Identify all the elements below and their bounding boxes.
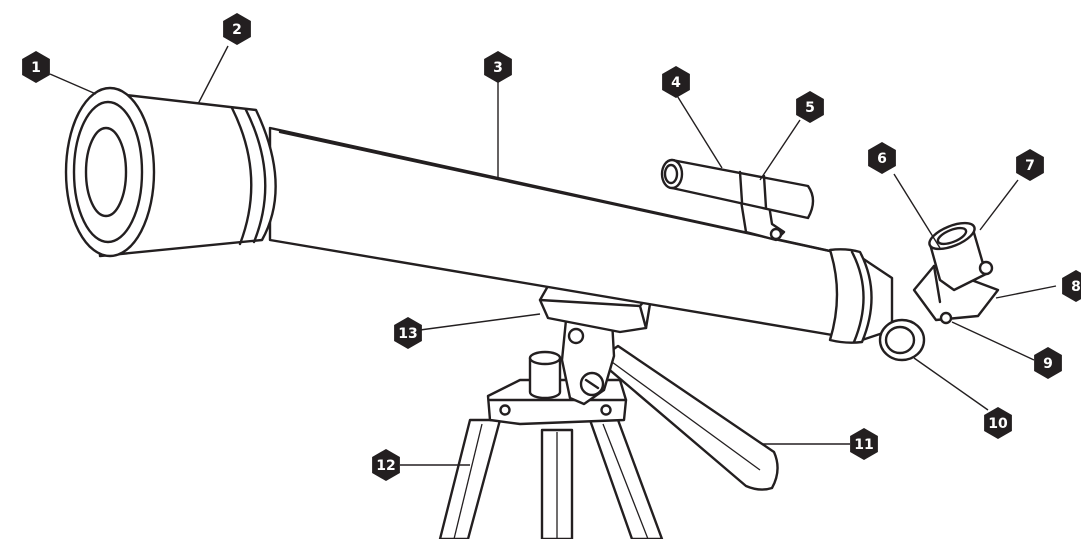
callout-4: 4 [662, 66, 690, 98]
callout-number: 2 [232, 22, 242, 38]
callout-7: 7 [1016, 149, 1044, 181]
callout-number: 11 [854, 437, 873, 453]
callout-badge-hexagon [22, 51, 50, 83]
tripod-leg-right [588, 418, 664, 539]
leader-lines [49, 45, 1057, 466]
callout-number: 9 [1043, 356, 1053, 372]
callout-badge-hexagon [850, 428, 878, 460]
callout-badge-hexagon [223, 13, 251, 45]
callout-2: 2 [223, 13, 251, 45]
callout-5: 5 [796, 91, 824, 123]
callout-badge-hexagon [1016, 149, 1044, 181]
callout-badge-hexagon [484, 51, 512, 83]
callout-number: 5 [805, 100, 815, 116]
callout-8: 8 [1062, 270, 1081, 302]
callout-badge-hexagon [1062, 270, 1081, 302]
tube-rear-collar [828, 248, 873, 344]
callout-number: 7 [1025, 158, 1035, 174]
callout-11: 11 [850, 428, 878, 460]
callout-number: 3 [493, 60, 503, 76]
mount-yoke [560, 318, 616, 406]
callout-badge-hexagon [868, 142, 896, 174]
callout-9: 9 [1034, 347, 1062, 379]
lens-cap [64, 86, 156, 258]
callout-badge-hexagon [662, 66, 690, 98]
callout-badge-hexagon [1034, 347, 1062, 379]
callout-number: 1 [31, 60, 41, 76]
finder-scope [660, 158, 815, 242]
star-diagonal [912, 264, 1000, 322]
callout-badge-hexagon [796, 91, 824, 123]
callout-13: 13 [394, 317, 422, 349]
callout-badge-hexagon [984, 407, 1012, 439]
tripod-leg-left [438, 418, 502, 539]
tripod [438, 350, 664, 539]
callout-badge-hexagon [372, 449, 400, 481]
callout-number: 12 [376, 458, 395, 474]
callout-12: 12 [372, 449, 400, 481]
callout-1: 1 [22, 51, 50, 83]
callout-6: 6 [868, 142, 896, 174]
callout-number: 13 [398, 326, 417, 342]
callout-number: 6 [877, 151, 887, 167]
callout-3: 3 [484, 51, 512, 83]
callout-number: 4 [671, 75, 681, 91]
dew-shield [64, 86, 277, 258]
callout-10: 10 [984, 407, 1012, 439]
callout-number: 8 [1071, 279, 1081, 295]
callout-badge-hexagon [394, 317, 422, 349]
callout-number: 10 [988, 416, 1008, 432]
focuser-assembly [878, 221, 1000, 362]
